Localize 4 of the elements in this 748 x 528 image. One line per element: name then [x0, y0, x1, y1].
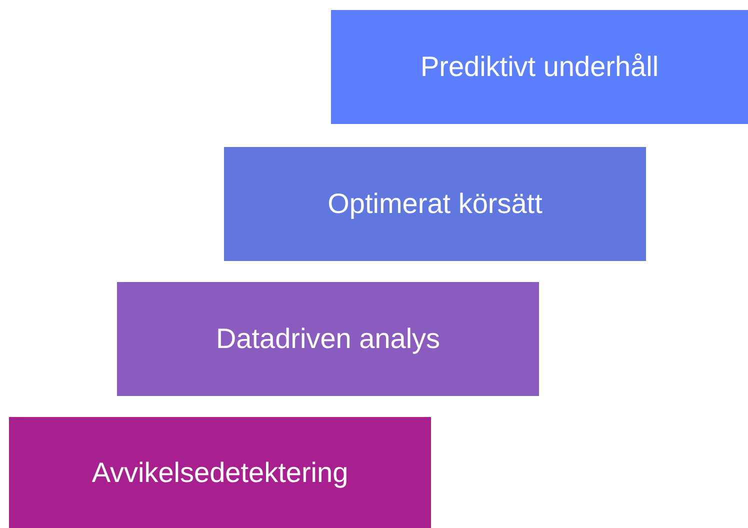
- step-box: Prediktivt underhåll: [331, 10, 748, 124]
- step-box: Optimerat körsätt: [224, 147, 646, 261]
- step-box: Avvikelsedetektering: [9, 417, 431, 528]
- step-box: Datadriven analys: [117, 282, 539, 396]
